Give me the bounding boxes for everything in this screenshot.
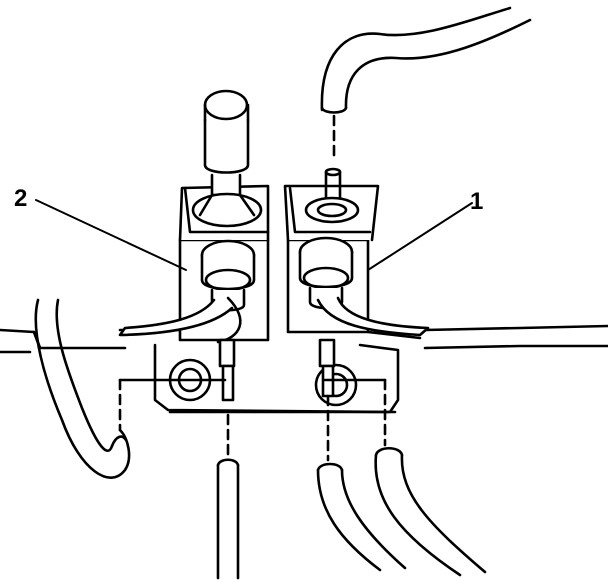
valve-body-2: [118, 89, 270, 344]
callout-label-1: 1: [470, 188, 484, 215]
hose-lower-left: [34, 298, 131, 479]
valve-body-1: [283, 167, 430, 340]
mounting-bracket: [153, 343, 400, 414]
callout-label-2: 2: [14, 185, 28, 212]
hose-lower-right: [316, 446, 487, 577]
hose-top-right: [320, 6, 532, 162]
bracket-pins: [118, 338, 387, 462]
callout-leaders: [35, 199, 473, 271]
tube-lower-left: [216, 398, 240, 580]
